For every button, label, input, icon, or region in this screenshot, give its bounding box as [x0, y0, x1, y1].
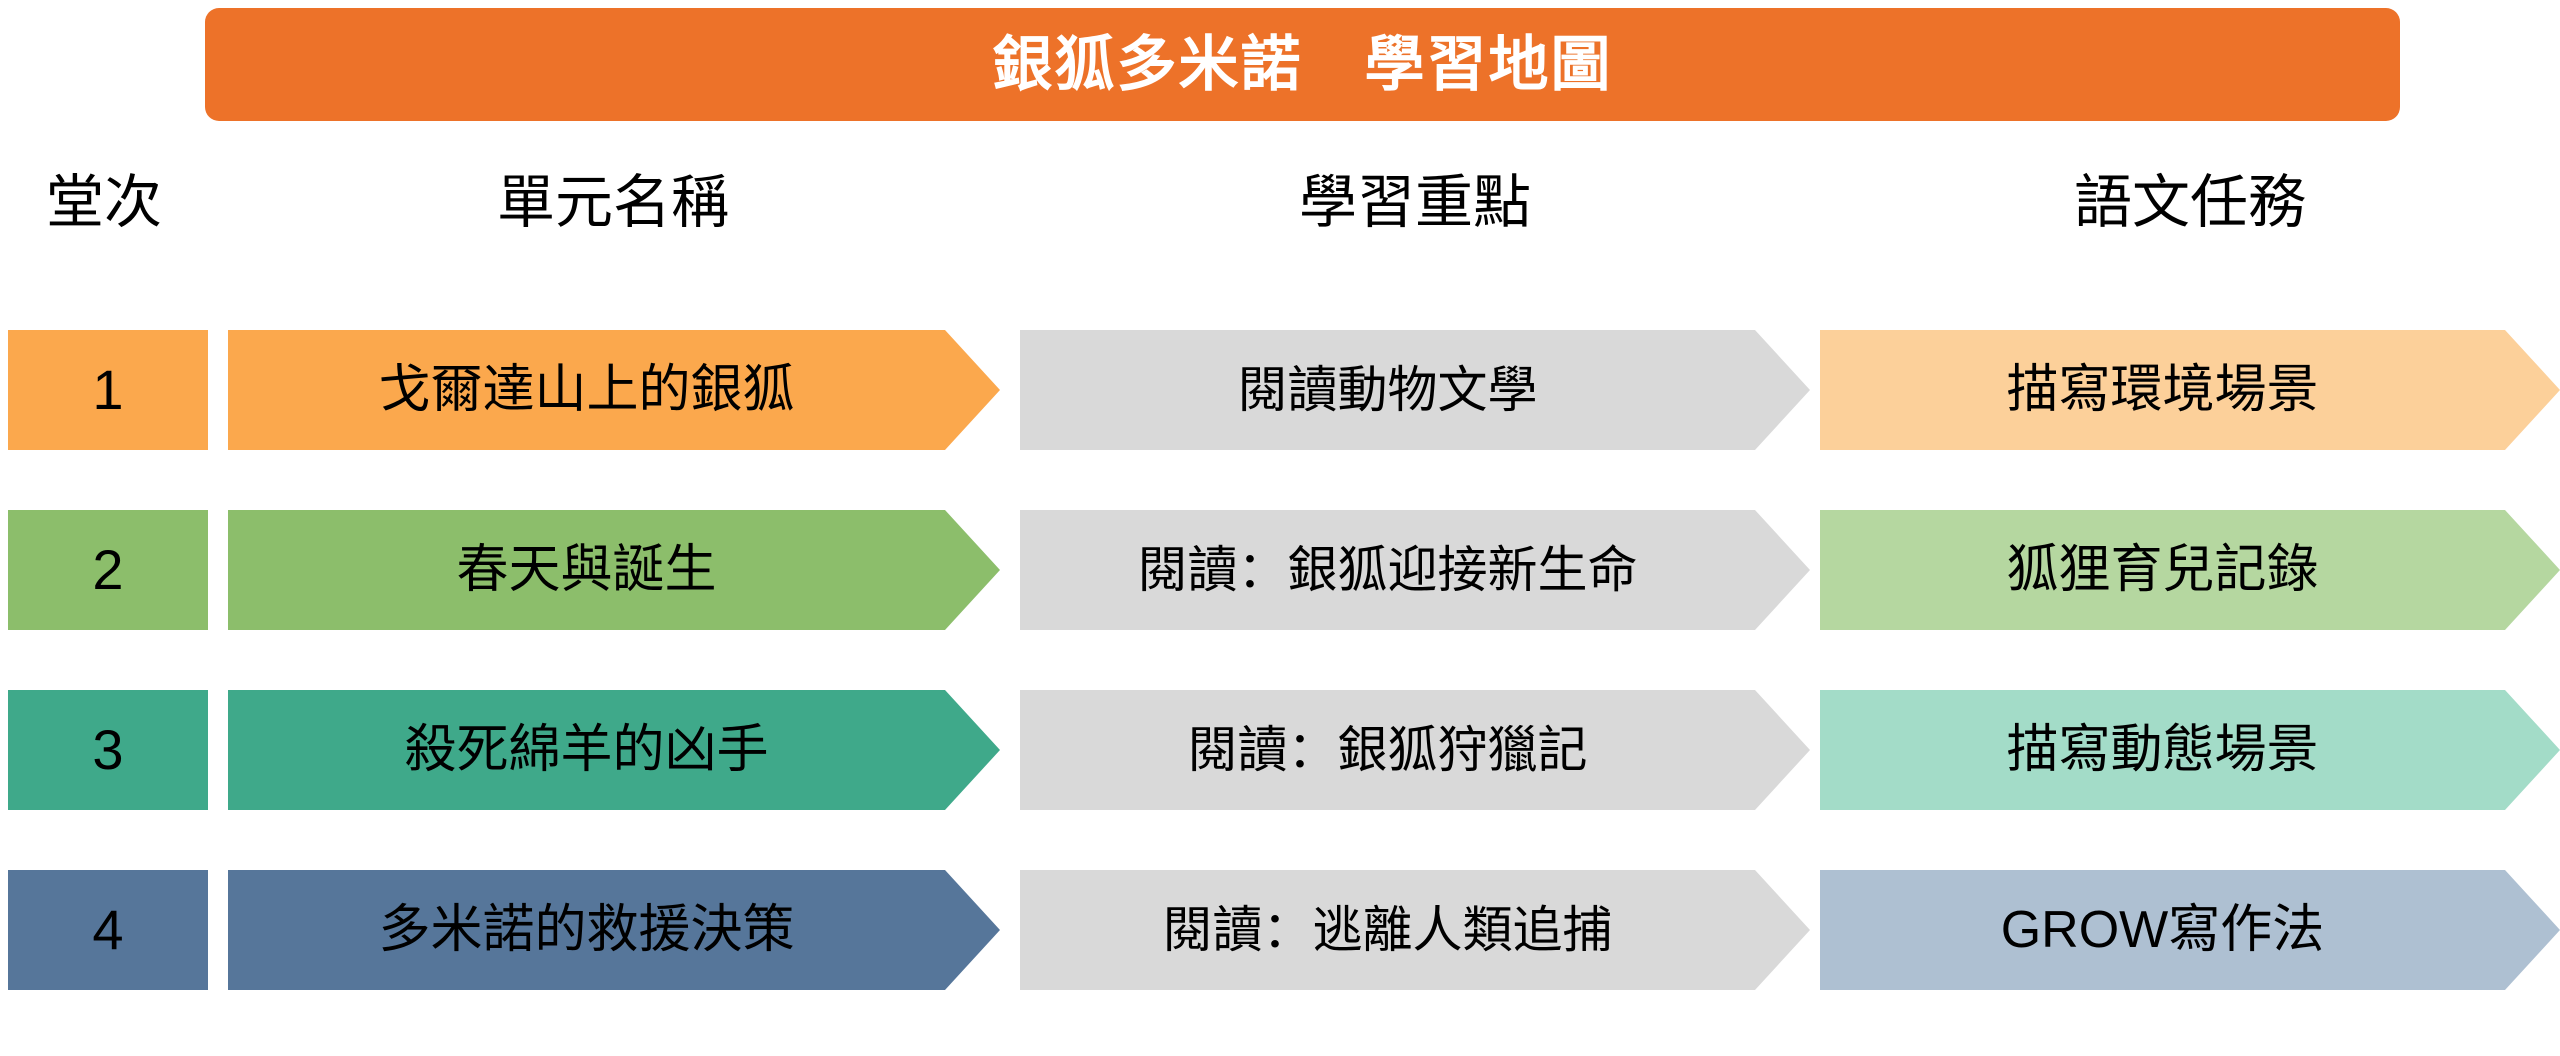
lesson-number-text: 3 [92, 718, 124, 781]
language-task-chevron: GROW寫作法 [1820, 870, 2560, 990]
column-header-unit-name: 單元名稱 [496, 170, 729, 235]
unit-name-chevron: 殺死綿羊的凶手 [228, 690, 1000, 810]
title-banner: 銀狐多米諾 學習地圖 [205, 8, 2400, 121]
column-header-learning-focus: 學習重點 [1298, 170, 1531, 235]
learning-focus-chevron: 閱讀：逃離人類追捕 [1020, 870, 1810, 990]
language-task-text: 狐狸育兒記錄 [2006, 541, 2319, 599]
lesson-number-text: 4 [92, 898, 124, 961]
unit-name-text: 多米諾的救援決策 [378, 901, 795, 959]
lesson-number-cell: 3 [8, 690, 208, 810]
learning-focus-chevron: 閱讀：銀狐迎接新生命 [1020, 510, 1810, 630]
learning-focus-text: 閱讀：銀狐迎接新生命 [1137, 542, 1638, 598]
unit-name-chevron: 多米諾的救援決策 [228, 870, 1000, 990]
learning-focus-text: 閱讀：逃離人類追捕 [1162, 902, 1613, 958]
column-header-language-task: 語文任務 [2073, 170, 2306, 235]
lesson-number-cell: 2 [8, 510, 208, 630]
lesson-number-cell: 4 [8, 870, 208, 990]
learning-focus-chevron: 閱讀：銀狐狩獵記 [1020, 690, 1810, 810]
language-task-chevron: 描寫動態場景 [1820, 690, 2560, 810]
unit-name-chevron: 春天與誕生 [228, 510, 1000, 630]
column-header-lesson-number: 堂次 [45, 170, 162, 235]
lesson-number-text: 1 [92, 358, 124, 421]
language-task-text: 描寫環境場景 [2006, 361, 2319, 419]
learning-focus-text: 閱讀：銀狐狩獵記 [1187, 722, 1588, 778]
table-row: 2 春天與誕生 閱讀：銀狐迎接新生命 狐狸育兒記錄 [0, 510, 2560, 630]
unit-name-text: 戈爾達山上的銀狐 [378, 361, 795, 419]
language-task-text: 描寫動態場景 [2006, 721, 2319, 779]
table-row: 1 戈爾達山上的銀狐 閱讀動物文學 描寫環境場景 [0, 330, 2560, 450]
language-task-text: GROW寫作法 [2000, 901, 2325, 959]
language-task-chevron: 狐狸育兒記錄 [1820, 510, 2560, 630]
learning-focus-text: 閱讀動物文學 [1237, 362, 1538, 418]
table-row: 3 殺死綿羊的凶手 閱讀：銀狐狩獵記 描寫動態場景 [0, 690, 2560, 810]
unit-name-text: 殺死綿羊的凶手 [404, 721, 769, 779]
unit-name-text: 春天與誕生 [456, 541, 717, 599]
language-task-chevron: 描寫環境場景 [1820, 330, 2560, 450]
lesson-number-cell: 1 [8, 330, 208, 450]
lesson-number-text: 2 [92, 538, 124, 601]
unit-name-chevron: 戈爾達山上的銀狐 [228, 330, 1000, 450]
table-row: 4 多米諾的救援決策 閱讀：逃離人類追捕 GROW寫作法 [0, 870, 2560, 990]
learning-focus-chevron: 閱讀動物文學 [1020, 330, 1810, 450]
page-title: 銀狐多米諾 學習地圖 [992, 30, 1613, 98]
